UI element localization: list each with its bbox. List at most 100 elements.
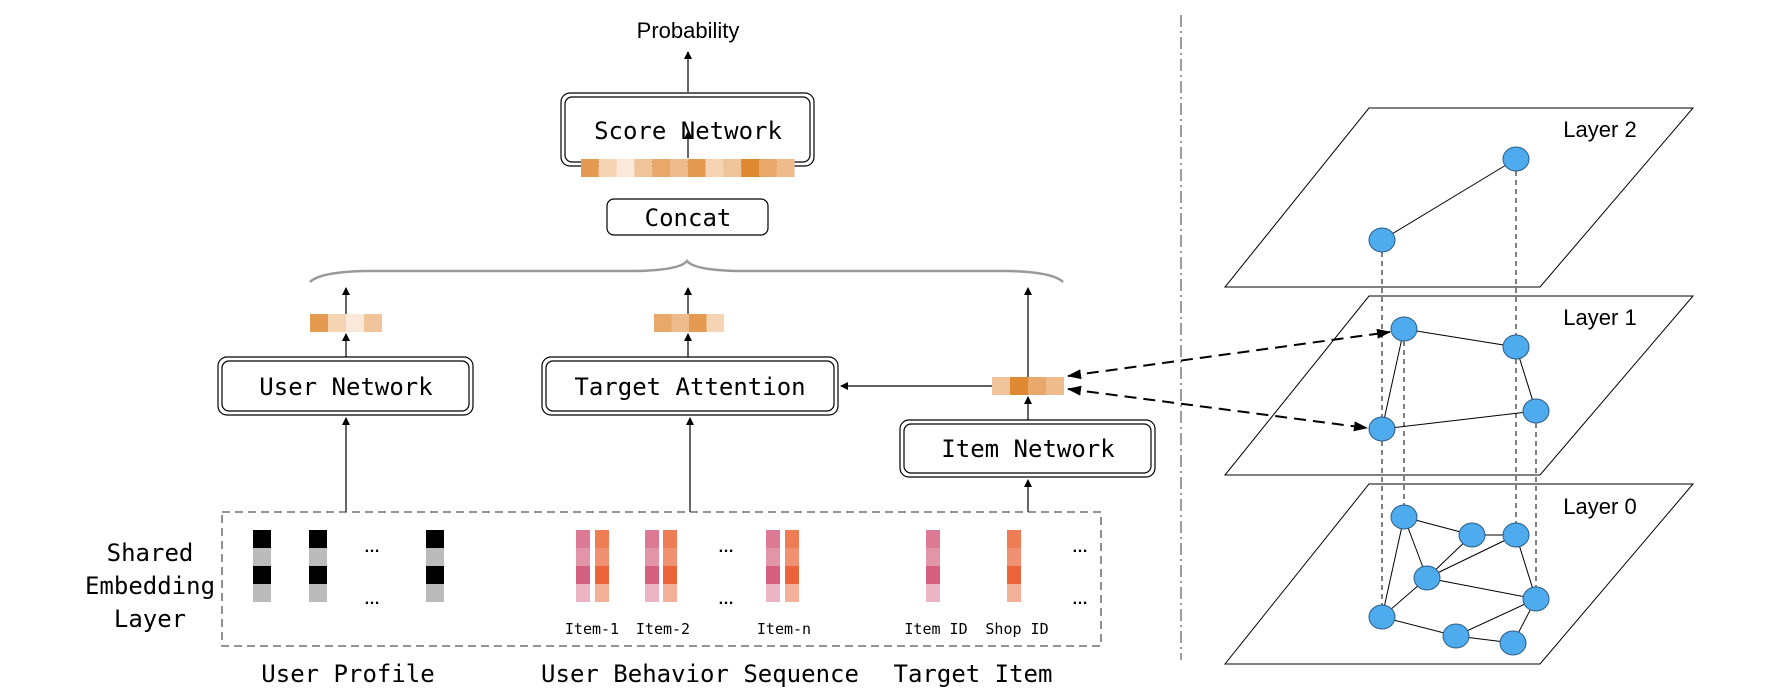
concat-brace	[309, 258, 1064, 283]
behavior-shop-embedding-cell	[595, 548, 609, 566]
behavior-shop-embedding-cell	[595, 530, 609, 548]
graph-node	[1458, 522, 1486, 548]
user-profile-embedding-cell	[426, 584, 444, 602]
user-profile-embedding-cell	[309, 566, 327, 584]
behavior-shop-embedding-cell	[663, 530, 677, 548]
svg-text:Embedding: Embedding	[85, 572, 215, 600]
behavior-shop-embedding-cell	[595, 584, 609, 602]
user-profile-embedding-cell	[253, 530, 271, 548]
layer-2-plane	[1223, 107, 1695, 288]
target-item-id-embedding-cell	[926, 530, 940, 548]
graph-node	[1502, 522, 1530, 548]
graph-node	[1502, 334, 1530, 360]
user-profile-embedding-cell	[309, 548, 327, 566]
behavior-item-embedding-cell	[645, 530, 659, 548]
attention-vector-cell	[654, 314, 672, 332]
score-vector-cell	[616, 159, 635, 177]
user-vector-cell	[364, 314, 382, 332]
item-network-box[interactable]: Item Network	[899, 419, 1156, 478]
graph-node	[1442, 623, 1470, 649]
score-vector-cell	[705, 159, 724, 177]
user-profile-embedding-cell	[253, 566, 271, 584]
user-profile-embedding-cell	[253, 584, 271, 602]
score-vector-cell	[581, 159, 599, 177]
attention-vector-cell	[706, 314, 724, 332]
target-item-id-embedding-cell	[926, 584, 940, 602]
behavior-item-embedding-cell	[576, 548, 590, 566]
behavior-item-embedding-cell	[766, 584, 780, 602]
score-vector-cell	[670, 159, 688, 177]
target-attention-label: Target Attention	[574, 373, 805, 401]
behavior-item-embedding-cell	[645, 584, 659, 602]
graph-node	[1368, 604, 1396, 630]
behavior-ellipsis-bottom: …	[718, 591, 734, 608]
behavior-shop-embedding-cell	[663, 548, 677, 566]
target-ellipsis-top: …	[1072, 539, 1088, 556]
attention-vector	[654, 314, 724, 332]
graph-node	[1502, 146, 1530, 172]
user-profile-embedding-cell	[426, 566, 444, 584]
behavior-item-embedding-cell	[576, 584, 590, 602]
behavior-item-embedding-cell	[645, 548, 659, 566]
graph-node	[1390, 316, 1418, 342]
layer-1-label: Layer 1	[1563, 305, 1636, 330]
svg-text:Layer: Layer	[114, 605, 186, 633]
score-vector-cell	[759, 159, 777, 177]
user-profile-embedding-cell	[309, 584, 327, 602]
attention-vector-cell	[671, 314, 689, 332]
item-vector	[992, 377, 1064, 395]
graph-node	[1522, 586, 1550, 612]
layer-2-label: Layer 2	[1563, 117, 1636, 142]
concat-label: Concat	[645, 204, 732, 232]
target-ellipsis-bottom: …	[1072, 591, 1088, 608]
target-shop-id-embedding-cell	[1007, 548, 1021, 566]
user-network-box[interactable]: User Network	[217, 356, 474, 416]
behavior-ellipsis-top: …	[718, 539, 734, 556]
item-1-label: Item-1	[565, 620, 619, 638]
graph-node	[1368, 227, 1396, 253]
user-vector-cell	[346, 314, 364, 332]
item-vector-to-layer1-node-arrow-top	[1067, 328, 1391, 380]
graph-node	[1413, 565, 1441, 591]
behavior-item-embedding-cell	[645, 566, 659, 584]
user-network-label: User Network	[259, 373, 433, 401]
score-vector-cell	[598, 159, 617, 177]
user-vector	[310, 314, 382, 332]
attention-vector-cell	[689, 314, 707, 332]
score-vector-cell	[776, 159, 795, 177]
item-2-label: Item-2	[636, 620, 690, 638]
score-vector-cell	[687, 159, 706, 177]
behavior-shop-embedding-cell	[785, 584, 799, 602]
behavior-shop-embedding-cell	[663, 566, 677, 584]
user-vector-cell	[310, 314, 328, 332]
graph-node	[1522, 398, 1550, 424]
behavior-shop-embedding-cell	[785, 566, 799, 584]
behavior-shop-embedding-cell	[785, 548, 799, 566]
inter-layer-links	[1381, 171, 1537, 605]
item-vector-cell	[1028, 377, 1046, 395]
item-vector-cell	[1010, 377, 1028, 395]
concat-box[interactable]: Concat	[606, 198, 769, 236]
svg-text:Shared: Shared	[107, 539, 194, 567]
score-vector	[581, 159, 795, 177]
behavior-shop-embedding-cell	[785, 530, 799, 548]
item-vector-cell	[1046, 377, 1064, 395]
behavior-item-embedding-cell	[766, 530, 780, 548]
profile-ellipsis-top: …	[364, 539, 380, 556]
item-network-label: Item Network	[941, 435, 1115, 463]
shop-id-label: Shop ID	[985, 620, 1048, 638]
graph-node	[1499, 630, 1527, 656]
probability-label: Probability	[637, 18, 740, 43]
user-profile-embedding-cell	[426, 530, 444, 548]
user-profile-embedding-cell	[309, 530, 327, 548]
score-vector-cell	[741, 159, 759, 177]
graph-layers: Layer 2 Layer 1 Layer 0	[1223, 107, 1695, 665]
shared-embedding-label: Shared Embedding Layer	[85, 539, 215, 633]
item-n-label: Item-n	[757, 620, 811, 638]
item-id-label: Item ID	[904, 620, 967, 638]
target-shop-id-embedding-cell	[1007, 584, 1021, 602]
user-profile-embedding-cell	[253, 548, 271, 566]
target-item-id-embedding-cell	[926, 566, 940, 584]
behavior-item-embedding-cell	[576, 566, 590, 584]
target-attention-box[interactable]: Target Attention	[541, 356, 839, 416]
